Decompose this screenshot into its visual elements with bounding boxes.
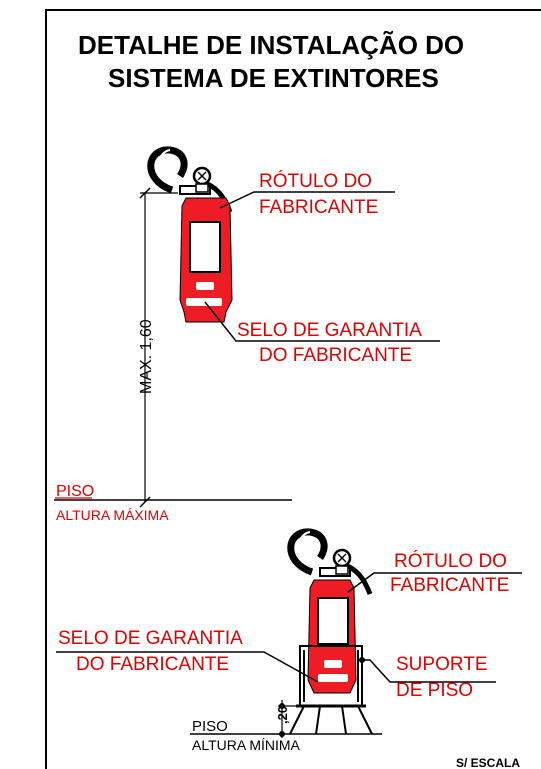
bottom-manufacturer-label-text-2: FABRICANTE (390, 575, 509, 596)
title-line-2: SISTEMA DE EXTINTORES (108, 63, 439, 93)
min-height-dimension: ,20 (275, 706, 290, 724)
bottom-extinguisher (291, 532, 370, 694)
manufacturer-label-plate (189, 221, 221, 273)
manufacturer-label-text-2: FABRICANTE (259, 197, 378, 218)
manufacturer-label-text-1: RÓTULO DO (259, 170, 372, 192)
top-extinguisher (151, 150, 232, 323)
max-height-note: ALTURA MÁXIMA (56, 507, 169, 523)
max-height-dimension: MAX. 1,60 (138, 319, 155, 394)
floor-support-stand (289, 645, 373, 735)
title-line-1: DETALHE DE INSTALAÇÃO DO (78, 30, 464, 60)
warranty-seal-mark (196, 282, 214, 290)
warranty-seal-text-2: DO FABRICANTE (259, 345, 412, 366)
warranty-seal-leader (204, 301, 440, 342)
max-floor-label: PISO (56, 483, 94, 500)
support-text-2: DE PISO (396, 680, 473, 701)
warranty-seal-text-1: SELO DE GARANTIA (237, 320, 422, 341)
support-text-1: SUPORTE (396, 654, 488, 675)
bottom-warranty-seal-text-2: DO FABRICANTE (76, 654, 229, 675)
min-height-note: ALTURA MÍNIMA (192, 737, 301, 753)
drawing-frame (45, 9, 541, 769)
min-floor-label: PISO (192, 718, 228, 735)
bottom-warranty-seal-text-1: SELO DE GARANTIA (58, 628, 243, 649)
scale-note: S/ ESCALA (456, 756, 520, 769)
bottom-manufacturer-label-text-1: RÓTULO DO (394, 550, 507, 572)
manufacturer-label-leader (219, 191, 395, 209)
